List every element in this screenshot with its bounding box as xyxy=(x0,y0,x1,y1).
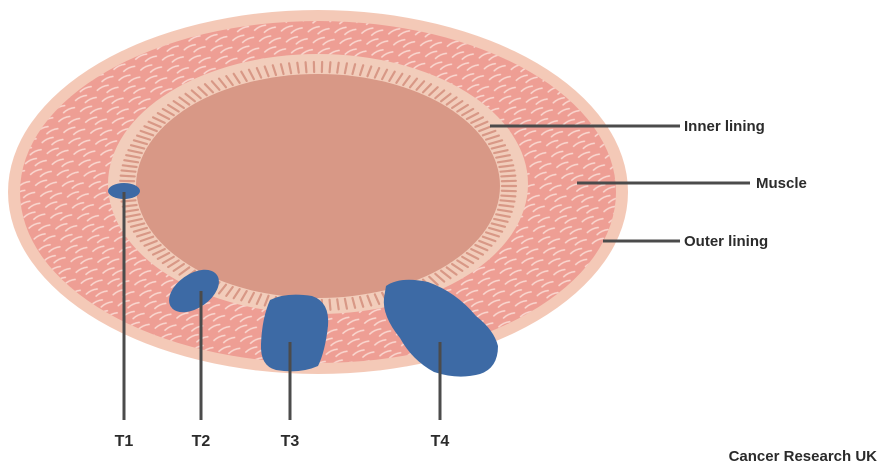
villus xyxy=(337,299,338,309)
villus xyxy=(501,176,515,177)
villus xyxy=(501,196,515,197)
villus xyxy=(122,170,136,171)
villus xyxy=(121,176,135,177)
villus xyxy=(306,62,307,72)
lumen xyxy=(136,74,500,298)
muscle-label: Muscle xyxy=(756,175,807,192)
stage-label-t2: T2 xyxy=(192,433,211,450)
villus xyxy=(501,170,515,171)
stage-label-t3: T3 xyxy=(281,433,300,450)
villus xyxy=(330,62,331,72)
inner-lining-label: Inner lining xyxy=(684,118,765,135)
outer-lining-label: Outer lining xyxy=(684,233,768,250)
villus xyxy=(330,300,331,310)
stage-label-t1: T1 xyxy=(115,433,134,450)
villus xyxy=(337,63,338,73)
stage-label-t4: T4 xyxy=(431,433,450,450)
villus xyxy=(297,63,298,73)
villus xyxy=(501,200,515,201)
tumour-t3 xyxy=(261,295,328,372)
source-credit: Cancer Research UK xyxy=(729,448,878,465)
